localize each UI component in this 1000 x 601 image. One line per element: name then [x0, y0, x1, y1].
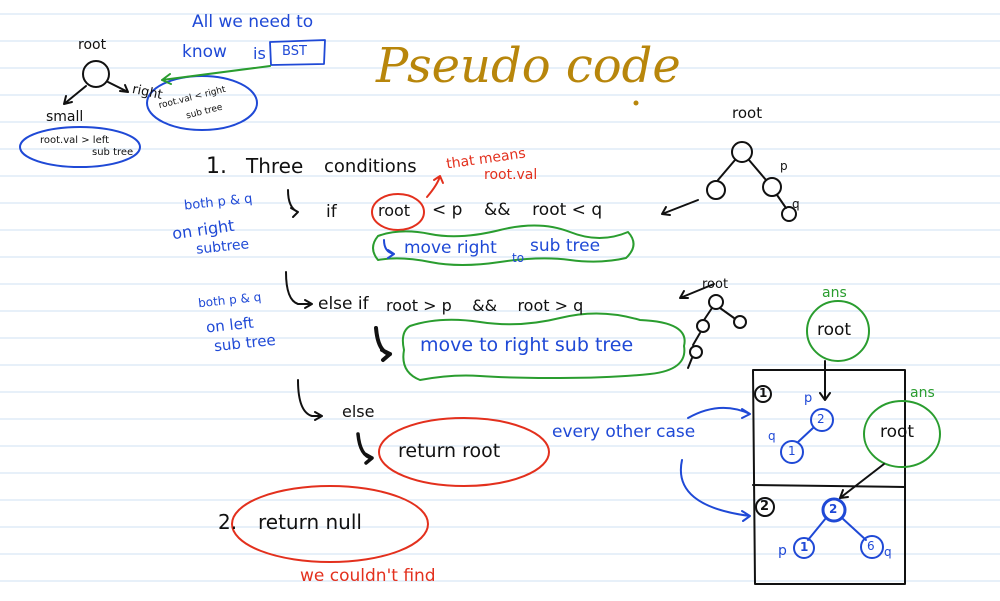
rt2-root-label: root — [702, 277, 729, 292]
rt1-q — [781, 206, 797, 222]
tree-left-arrow — [63, 85, 87, 105]
c2-else-if: else if — [318, 294, 369, 314]
case-arrow-top — [687, 406, 751, 419]
b1-q-label: q — [768, 429, 776, 443]
tree-root-label: root — [78, 37, 107, 53]
step2-note: we couldn't find — [300, 566, 436, 586]
c1-green-wave — [372, 224, 635, 266]
step2-num: 2. — [218, 510, 238, 534]
note-all-we-need: All we need to — [192, 12, 314, 32]
c3-bold-hook — [356, 432, 374, 465]
ans-label: ans — [822, 285, 847, 301]
rt1-q-label: q — [792, 197, 800, 211]
c1-hook-arrow — [287, 189, 299, 218]
c1-if: if — [326, 202, 337, 222]
ans2-label: ans — [910, 385, 935, 401]
tree-right-arrow — [107, 81, 129, 93]
c1-action-to: to — [512, 251, 525, 265]
b2-node-top-label: 2 — [829, 502, 838, 516]
b1-p-label: p — [804, 391, 813, 406]
step2-text: return null — [258, 510, 362, 534]
rt1-p-label: p — [780, 159, 788, 173]
box-num2: 2 — [760, 499, 770, 514]
c1-action-rest: sub tree — [530, 236, 601, 256]
rt1-arrow — [661, 199, 699, 216]
b2-node-top — [821, 497, 847, 523]
tree-small-label: small — [46, 109, 84, 125]
c2-hook-arrow — [285, 271, 313, 309]
small-cond-oval — [19, 126, 141, 168]
box-num2-circle — [755, 497, 775, 517]
tree-root-node — [82, 60, 110, 88]
c1-root-circle — [371, 193, 425, 231]
title-dot — [633, 100, 639, 106]
note-bst: BST — [282, 44, 307, 59]
ans2-root-label: root — [880, 422, 915, 442]
case-arrow-bottom — [679, 459, 751, 522]
green-arrow-to-right — [161, 65, 271, 85]
small-cond-line2: sub tree — [92, 147, 134, 158]
c1-root: root — [378, 201, 411, 220]
c1-red-arrow — [426, 175, 444, 198]
b1-node-bottom-label: 1 — [788, 444, 796, 458]
small-cond-line1: root.val > left — [40, 135, 109, 146]
step1-heading-three: Three — [246, 154, 304, 178]
rt1-left — [706, 180, 726, 200]
rt2-arrow — [679, 283, 715, 299]
ans-root-label: root — [817, 320, 852, 340]
c1-annot2: root.val — [484, 167, 538, 183]
step1-heading-conditions: conditions — [324, 156, 417, 177]
note-know: know — [182, 42, 227, 62]
c1-action: move right — [404, 238, 497, 258]
c2-green-wave — [401, 312, 686, 381]
step2-oval — [231, 485, 429, 563]
b2-node-right-label: 6 — [867, 539, 875, 553]
b2-p-label: p — [778, 543, 787, 559]
box-num1: 1 — [759, 386, 768, 400]
right-cond-oval — [146, 75, 258, 131]
note-is: is — [253, 44, 266, 63]
c2-bold-hook — [374, 326, 392, 362]
box-num1-circle — [754, 385, 772, 403]
b1-node-bottom — [780, 440, 804, 464]
c3-return-oval — [378, 417, 550, 487]
ans-root-oval — [806, 300, 870, 362]
rt1-right — [762, 177, 782, 197]
c3-hook-arrow — [297, 379, 323, 421]
bst-box — [269, 39, 326, 66]
b1-node-top — [810, 408, 834, 432]
c3-side: every other case — [552, 422, 696, 442]
right-box-divider — [752, 484, 906, 488]
c1-expr-rest: < p && root < q — [432, 200, 603, 220]
c2-expr: root > p && root > q — [386, 296, 584, 315]
c3-action: return root — [398, 440, 501, 462]
c1-action-hook — [383, 239, 395, 259]
page-title: Pseudo code — [376, 38, 681, 94]
c2-action: move to right sub tree — [420, 334, 634, 356]
c3-else: else — [342, 402, 375, 421]
step1-num: 1. — [206, 154, 227, 179]
b2-node-right — [860, 535, 884, 559]
b2-node-left — [793, 537, 815, 559]
ans-arrow-down — [819, 360, 831, 401]
ans2-arrow — [839, 463, 885, 499]
b2-q-label: q — [884, 545, 892, 559]
rt2-root — [708, 294, 724, 310]
ans2-root-oval — [863, 400, 941, 468]
rt1-root-label: root — [732, 104, 763, 122]
right-box — [752, 369, 906, 585]
b2-node-left-label: 1 — [800, 540, 809, 554]
rt1-root — [731, 141, 753, 163]
b1-node-top-label: 2 — [817, 412, 825, 426]
